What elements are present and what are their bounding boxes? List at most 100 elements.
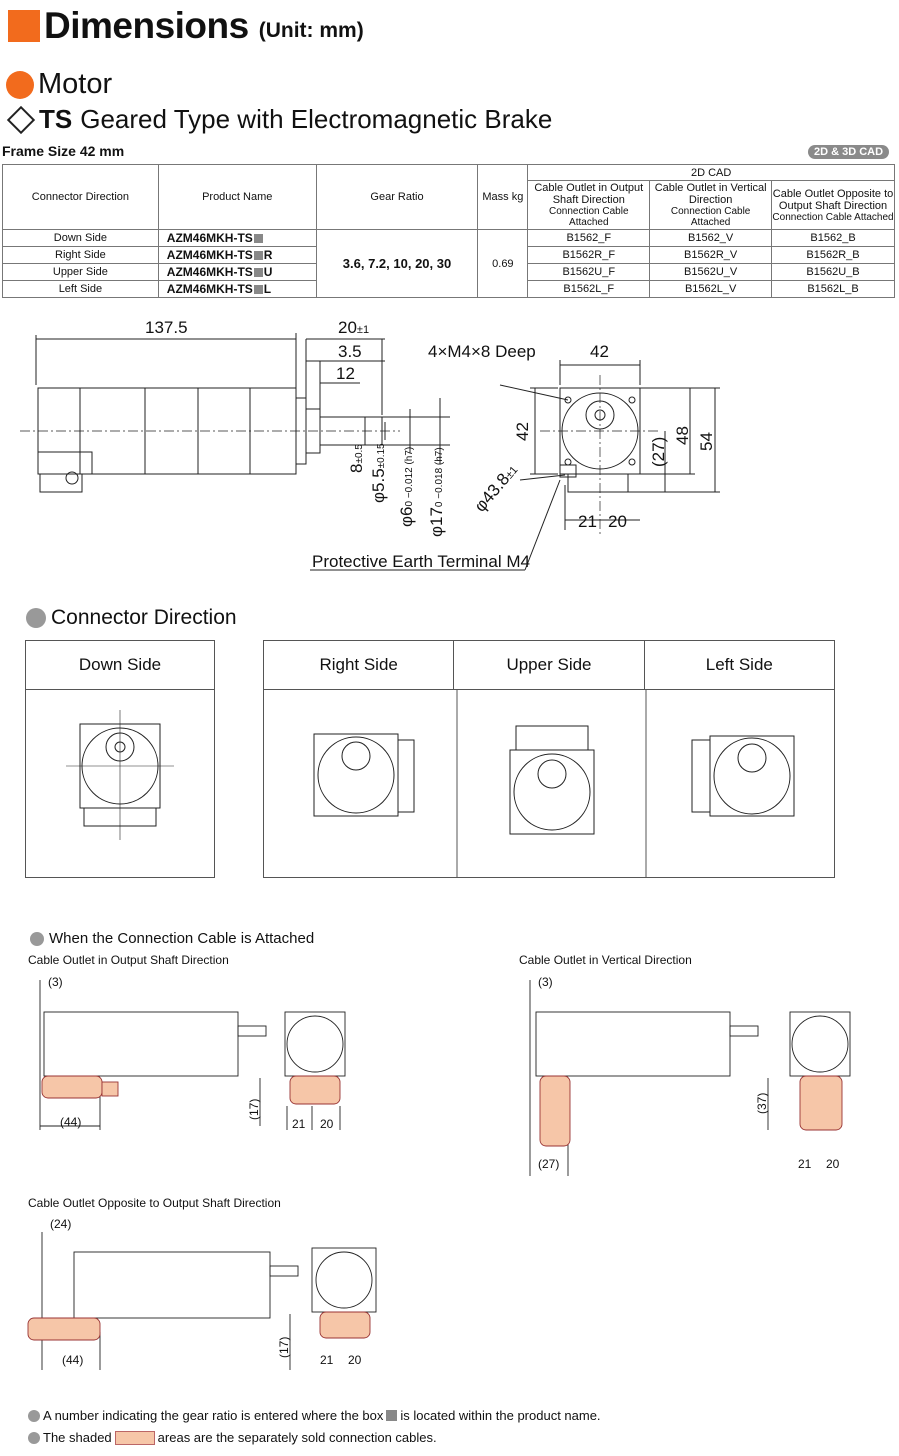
- note-shaded: The shaded areas are the separately sold…: [28, 1430, 437, 1445]
- dim-17: φ170 −0.018 (h7): [427, 447, 446, 537]
- th-cad-vertical-l2: Direction: [688, 194, 733, 206]
- dim-8-value: 8: [347, 464, 366, 473]
- th-cad-output-l3: Connection Cable Attached: [549, 206, 629, 228]
- cad-link[interactable]: B1562L_B: [771, 280, 895, 298]
- dim-17-value: φ17: [427, 507, 446, 537]
- cable-opposite-label: Cable Outlet Opposite to Output Shaft Di…: [28, 1196, 281, 1210]
- dim-17-tol: 0 −0.018 (h7): [434, 447, 445, 507]
- main-dimension-drawing: 137.5 20±1 3.5 12 4×M4×8 Deep 42 21 20 P…: [20, 318, 720, 571]
- cad-link[interactable]: B1562U_B: [771, 263, 895, 281]
- connector-direction-heading: Connector Direction: [26, 606, 237, 630]
- gray-dot-icon: [28, 1409, 40, 1422]
- cad-link[interactable]: B1562_B: [771, 229, 895, 247]
- cad-link[interactable]: B1562_F: [527, 229, 651, 247]
- cad-link[interactable]: B1562R_V: [649, 246, 773, 264]
- panel-title-right: Right Side: [264, 641, 455, 689]
- dim-21: 21: [578, 512, 597, 531]
- cad-link[interactable]: B1562_V: [649, 229, 773, 247]
- th-mass: Mass kg: [477, 164, 529, 230]
- dim-21-a: 21: [292, 1117, 306, 1131]
- panel-title: Down Side: [26, 641, 214, 690]
- orange-dot-icon: [6, 70, 34, 99]
- gray-dot-icon: [30, 931, 44, 946]
- cad-badge[interactable]: 2D & 3D CAD: [808, 145, 890, 159]
- motor-icons-rul: [313, 690, 795, 877]
- dim-3-a: (3): [48, 975, 63, 989]
- dim-37-b: (37): [755, 1093, 769, 1114]
- row-dir: Down Side: [2, 229, 159, 247]
- gray-dot-icon: [26, 608, 46, 628]
- cad-link[interactable]: B1562L_F: [527, 280, 651, 298]
- row-dir: Upper Side: [2, 263, 159, 281]
- motor-icon-down: [66, 710, 174, 840]
- pn-text: AZM46MKH-TS: [166, 231, 253, 245]
- th-cad-output-l1: Cable Outlet in Output: [534, 182, 644, 194]
- cad-link[interactable]: B1562L_V: [649, 280, 773, 298]
- cable-shaded: [27, 1075, 843, 1341]
- dim-21-c: 21: [320, 1353, 334, 1367]
- dim-20-value: 20: [338, 318, 357, 337]
- dim-44-c: (44): [62, 1353, 83, 1367]
- th-cad-opposite-l3: Connection Cable Attached: [772, 211, 894, 223]
- heading-title: Dimensions: [44, 5, 249, 46]
- dim-17-c: (17): [277, 1337, 291, 1358]
- dim-27: (27): [649, 437, 668, 467]
- panel-group: Right Side Upper Side Left Side: [263, 640, 835, 878]
- panel-down-side: Down Side: [25, 640, 215, 878]
- cable-title: When the Connection Cable is Attached: [49, 930, 315, 947]
- note-2a: The shaded: [43, 1430, 112, 1445]
- cable-vertical-label: Cable Outlet in Vertical Direction: [519, 953, 692, 967]
- spec-table: Connector Direction Product Name Gear Ra…: [2, 164, 895, 298]
- dim-44-a: (44): [60, 1115, 81, 1129]
- pn-text: AZM46MKH-TS: [166, 265, 253, 279]
- type-heading: TS Geared Type with Electromagnetic Brak…: [6, 104, 552, 135]
- dim-20-c: 20: [348, 1353, 362, 1367]
- dim-17-a: (17): [247, 1099, 261, 1120]
- th-cad-output-l2: Shaft Direction: [552, 194, 625, 206]
- th-cad-opposite-l1: Cable Outlet Opposite to: [772, 187, 894, 200]
- dim-8-tol: ±0.5: [354, 444, 365, 464]
- gear-box-icon: [386, 1410, 398, 1421]
- panel-title-upper: Upper Side: [454, 641, 645, 689]
- cad-link[interactable]: B1562U_V: [649, 263, 773, 281]
- cable-drawings: (3) (44) 21 20 (3) (27) 21 20 (24) (44) …: [27, 975, 851, 1370]
- motor-heading: Motor: [6, 68, 112, 101]
- cad-link[interactable]: B1562R_F: [527, 246, 651, 264]
- cad-link[interactable]: B1562R_B: [771, 246, 895, 264]
- dim-8: 8±0.5: [347, 444, 366, 473]
- note-2b: areas are the separately sold connection…: [157, 1430, 437, 1445]
- cad-link[interactable]: B1562U_F: [527, 263, 651, 281]
- row-pn: AZM46MKH-TS U: [157, 263, 317, 281]
- gear-box-icon: [253, 251, 263, 260]
- pn-suffix: L: [263, 282, 272, 296]
- cable-heading: When the Connection Cable is Attached: [30, 930, 314, 947]
- dim-5-5-tol: ±0.15: [376, 443, 387, 468]
- dim-42-top: 42: [590, 342, 609, 361]
- row-dir: Left Side: [2, 280, 159, 298]
- th-connector: Connector Direction: [2, 164, 159, 230]
- diamond-icon: [6, 105, 36, 134]
- panel-title-left: Left Side: [705, 655, 773, 674]
- dim-137-5: 137.5: [145, 318, 188, 337]
- dim-6-value: φ6: [397, 507, 416, 527]
- th-mass-text: Mass kg: [482, 191, 524, 203]
- dim-5-5-value: φ5.5: [369, 468, 388, 503]
- orange-square-icon: [8, 10, 40, 42]
- connector-side: [39, 473, 83, 493]
- dim-m4: 4×M4×8 Deep: [428, 342, 536, 361]
- gear-ratio: 3.6, 7.2, 10, 20, 30: [315, 229, 479, 298]
- dim-42-side: 42: [513, 422, 532, 441]
- type-code: TS: [39, 104, 73, 134]
- row-dir: Right Side: [2, 246, 159, 264]
- pn-suffix: R: [263, 248, 273, 262]
- note-1a: A number indicating the gear ratio is en…: [43, 1408, 384, 1423]
- motor-title: Motor: [38, 68, 113, 100]
- gear-box-icon: [253, 234, 263, 243]
- note-1b: is located within the product name.: [400, 1408, 601, 1423]
- pn-suffix: U: [263, 265, 273, 279]
